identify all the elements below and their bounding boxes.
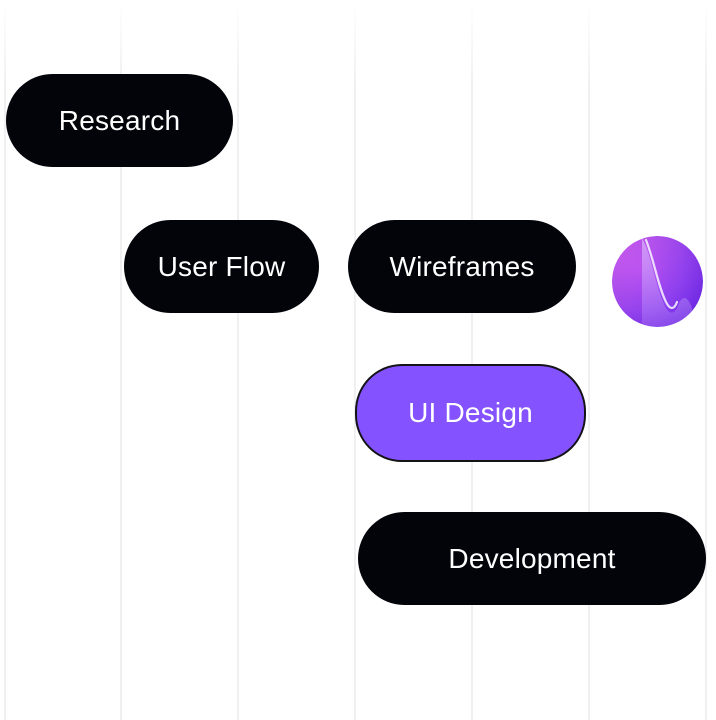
step-ui-design[interactable]: UI Design (355, 364, 586, 462)
gradient-orb-icon (612, 236, 703, 327)
step-user-flow[interactable]: User Flow (124, 220, 319, 313)
grid-line (471, 0, 473, 720)
grid-line (354, 0, 356, 720)
grid-line (4, 0, 6, 720)
grid-line (120, 0, 122, 720)
grid-line (705, 0, 707, 720)
grid-line (588, 0, 590, 720)
step-wireframes[interactable]: Wireframes (348, 220, 576, 313)
grid-line (237, 0, 239, 720)
step-research[interactable]: Research (6, 74, 233, 167)
step-development[interactable]: Development (358, 512, 706, 605)
